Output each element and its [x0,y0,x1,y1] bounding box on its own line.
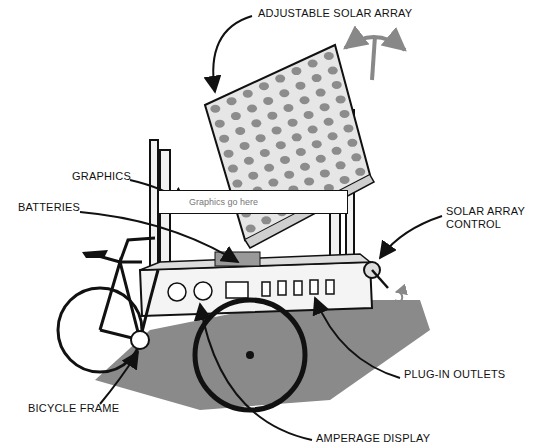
solar-cell [261,216,271,224]
solar-cell [296,148,306,156]
solar-cell [247,104,257,112]
solar-cell [351,153,361,161]
solar-cell [332,147,342,155]
solar-cell [320,169,330,177]
callout-label: BICYCLE FRAME [28,402,119,415]
solar-cell [336,95,346,103]
solar-cell [304,111,314,119]
solar-cell [320,103,330,111]
solar-cell [316,155,326,163]
solar-cell [244,157,254,165]
solar-cell [328,66,338,74]
callout-label: BATTERIES [18,201,80,214]
solar-cell [267,112,277,120]
solar-cell [308,126,318,134]
solar-cell [292,133,302,141]
solar-cell [243,90,253,98]
solar-cell [308,60,318,68]
solar-cell [280,156,290,164]
battery [215,252,260,266]
solar-cell [260,149,270,157]
solar-cell [248,172,258,180]
solar-cell [316,89,326,97]
cart-wheel [195,300,305,410]
bicycle [58,238,158,372]
solar-cell [251,119,261,127]
solar-cell [232,180,242,188]
solar-cell [347,139,357,147]
solar-cell [312,74,322,82]
solar-cell [324,118,334,126]
solar-cell [275,75,285,83]
banner-text: Graphics go here [189,197,258,207]
solar-cell [256,134,266,142]
callout-label: SOLAR ARRAY CONTROL [446,205,546,231]
solar-cell [263,97,273,105]
solar-cell [343,124,353,132]
solar-cell [227,97,237,105]
solar-cell [340,176,350,184]
solar-cell [268,179,278,187]
solar-cell [215,120,225,128]
solar-cell [246,224,256,232]
solar-cell [276,141,286,149]
solar-cell [355,168,365,176]
solar-cell [291,67,301,75]
callout-label: PLUG-IN OUTLETS [404,368,505,381]
bicycle-seat [82,250,108,258]
rotate-arrow [395,292,402,302]
solar-cell [219,135,229,143]
solar-cell [300,96,310,104]
callout-label: ADJUSTABLE SOLAR ARRAY [258,7,412,20]
crank-handle [372,270,388,288]
solar-cell [240,142,250,150]
solar-cell [272,126,282,134]
wheel-hub [246,351,254,359]
solar-cell [300,163,310,171]
leader-lines [80,16,442,440]
solar-cell [332,81,342,89]
solar-cell [235,127,245,135]
solar-cell [228,165,238,173]
solar-cell [288,119,298,127]
solar-cell [336,161,346,169]
solar-cell [324,52,334,60]
solar-cell [279,89,289,97]
callout-label: GRAPHICS [72,170,131,183]
callout-label: AMPERAGE DISPLAY [316,432,430,445]
solar-cell [284,171,294,179]
cart-body [140,262,372,316]
solar-cell [283,104,293,112]
solar-cell [304,177,314,185]
solar-cell [210,105,220,113]
solar-cell [340,110,350,118]
solar-cell [224,150,234,158]
chainring [131,331,149,349]
solar-cell [264,164,274,172]
solar-cell [259,82,269,90]
solar-cell [328,132,338,140]
banner-band: Graphics go here [158,190,348,214]
tilt-axis [372,36,375,80]
solar-cell [231,112,241,120]
solar-cell [295,82,305,90]
solar-cell [312,140,322,148]
